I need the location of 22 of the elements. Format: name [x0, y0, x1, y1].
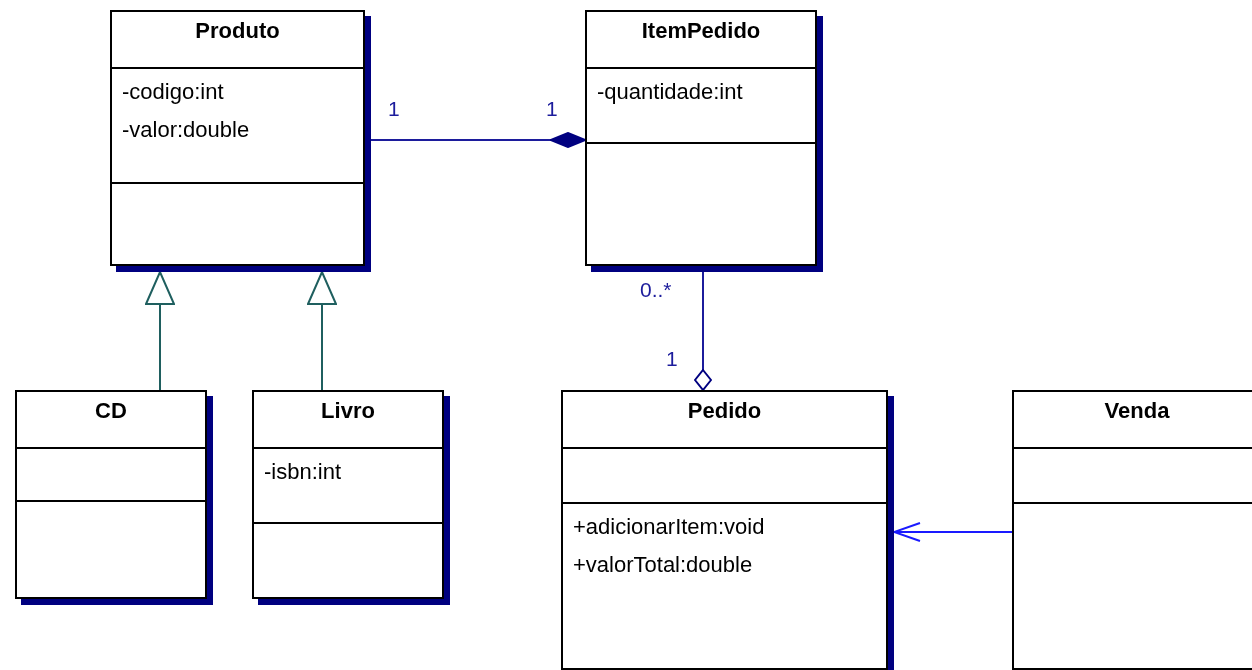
association-line [694, 271, 712, 391]
class-box [1012, 390, 1252, 670]
multiplicity-label: 0..* [640, 278, 672, 302]
class-name: CD [95, 398, 127, 424]
multiplicity-label: 1 [388, 97, 400, 121]
class-name: Livro [321, 398, 375, 424]
multiplicity-label: 1 [666, 347, 678, 371]
association-line [370, 132, 586, 148]
attribute-text: -isbn:int [264, 458, 342, 486]
class-name: ItemPedido [641, 18, 761, 44]
multiplicity-label: 1 [546, 97, 558, 121]
attribute-text: -quantidade:int [597, 78, 743, 106]
arrow [145, 271, 175, 391]
class-name: Pedido [687, 398, 762, 424]
attribute-text: -valor:double [122, 116, 250, 144]
class-name: Produto [195, 18, 280, 44]
arrow [893, 522, 1013, 542]
class-name: Venda [1104, 398, 1170, 424]
operation-text: +adicionarItem:void [573, 513, 765, 541]
operation-text: +valorTotal:double [573, 551, 753, 579]
arrow [307, 271, 337, 391]
attribute-text: -codigo:int [122, 78, 224, 106]
